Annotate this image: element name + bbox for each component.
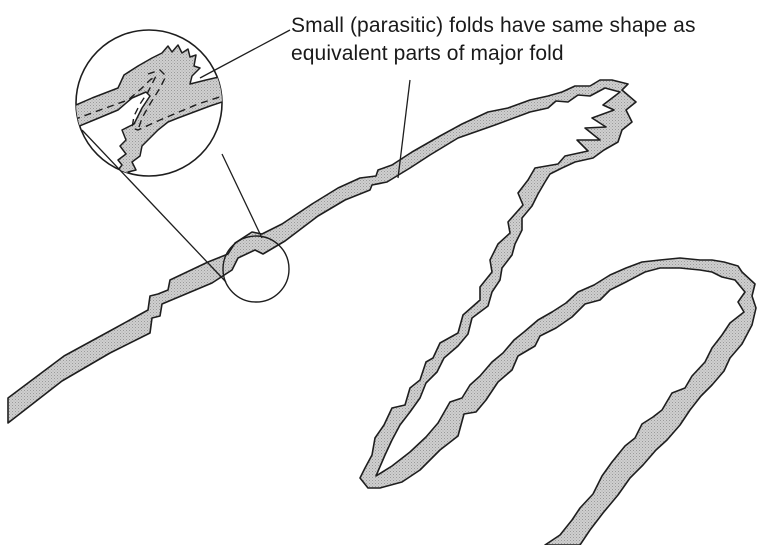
inset-connector-line-top [222,154,262,238]
caption-line-1: Small (parasitic) folds have same shape … [291,12,761,40]
caption-line-2: equivalent parts of major fold [291,40,761,68]
leader-line-to-inset [200,30,290,78]
diagram-caption: Small (parasitic) folds have same shape … [291,12,761,68]
